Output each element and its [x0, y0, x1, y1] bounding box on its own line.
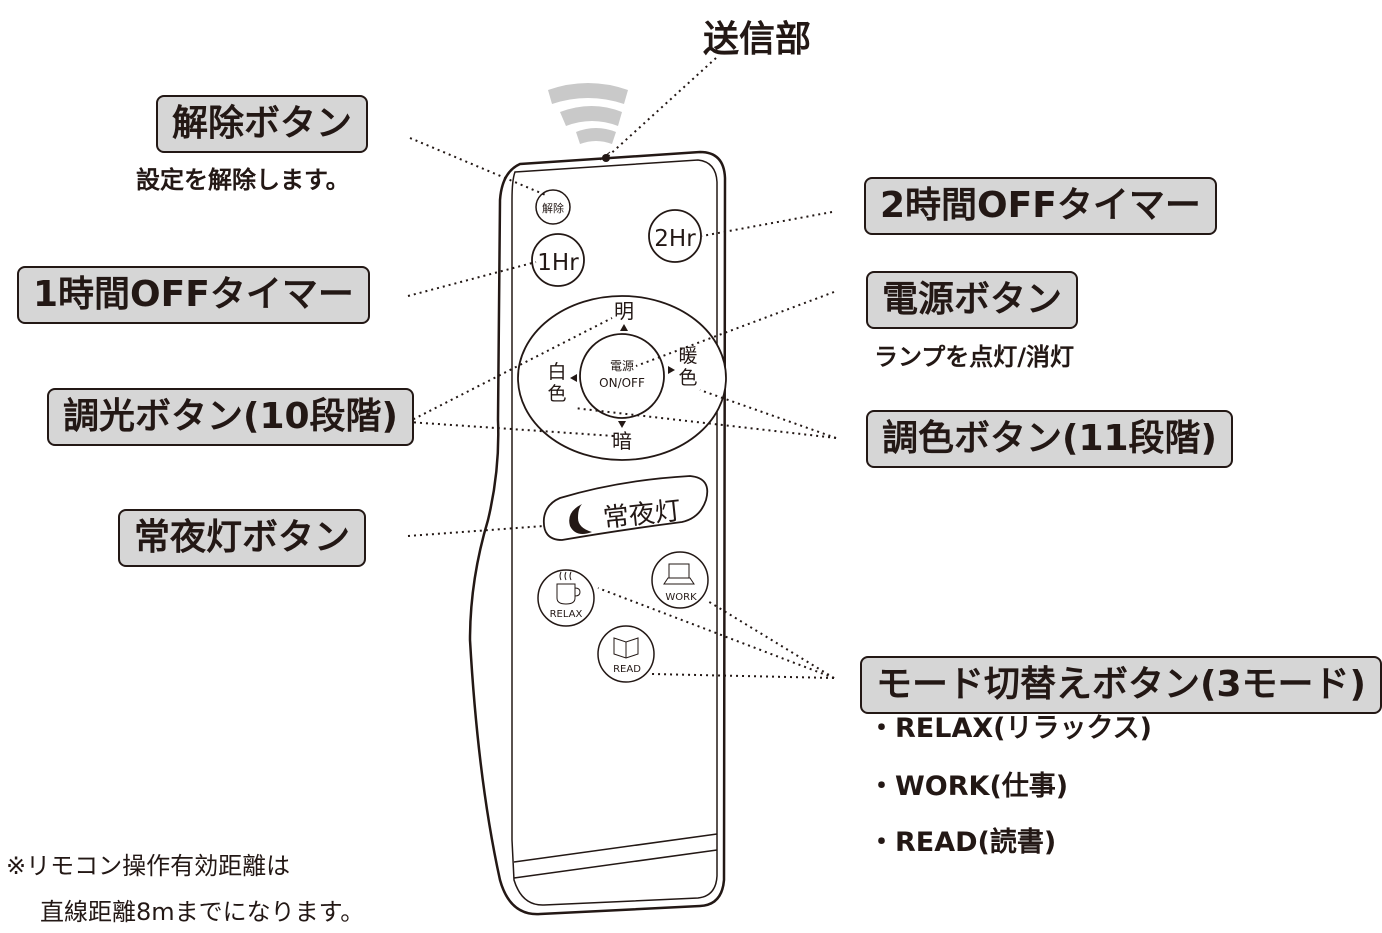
warm-label-top: 暖: [678, 345, 697, 367]
power-label-top: 電源: [610, 359, 634, 373]
white-button[interactable]: 白 色: [547, 361, 577, 405]
relax-button[interactable]: RELAX: [537, 569, 595, 627]
right-arrow-icon: [668, 366, 675, 374]
power-callout: 電源ボタン: [866, 271, 1079, 329]
transmitter-title: 送信部: [703, 19, 812, 60]
kaijo-description: 設定を解除します。: [136, 166, 350, 194]
hr2-button-label: 2Hr: [654, 226, 696, 252]
note-line-1: ※リモコン操作有効距離は: [6, 852, 291, 880]
hr1-button-label: 1Hr: [537, 250, 579, 276]
mode-item-read: ・READ(読書): [868, 827, 1057, 858]
joyato-callout: 常夜灯ボタン: [118, 509, 367, 567]
mode-item-relax: ・RELAX(リラックス): [868, 713, 1153, 744]
warm-label-bottom: 色: [678, 367, 697, 389]
remote-diagram: 解除 1Hr 2Hr 明 暗 白 色 暖 色 電源 ON/OFF 常夜灯: [6, 19, 1382, 926]
moon-icon: [569, 504, 592, 534]
cup-icon: [556, 571, 581, 605]
kaijo-button-label: 解除: [542, 201, 564, 215]
chouko-callout: 調光ボタン(10段階): [47, 388, 415, 446]
signal-icon: [548, 83, 628, 144]
book-icon: [613, 637, 639, 659]
work-label: WORK: [665, 592, 697, 603]
work-button[interactable]: WORK: [651, 551, 709, 609]
leader-lines: [407, 57, 837, 679]
choushoku-callout: 調色ボタン(11段階): [866, 410, 1234, 468]
timer2-callout: 2時間OFFタイマー: [864, 177, 1217, 235]
timer1-callout: 1時間OFFタイマー: [17, 266, 370, 324]
note-line-2: 直線距離8mまでになります。: [40, 898, 365, 926]
up-arrow-icon: [620, 324, 628, 331]
read-button[interactable]: READ: [597, 625, 655, 683]
kaijo-callout: 解除ボタン: [156, 95, 369, 153]
dark-button[interactable]: 暗: [612, 421, 632, 453]
read-label: READ: [613, 664, 641, 675]
remote-illustration: 解除 1Hr 2Hr 明 暗 白 色 暖 色 電源 ON/OFF 常夜灯: [407, 57, 837, 916]
power-description: ランプを点灯/消灯: [874, 343, 1075, 371]
down-arrow-icon: [618, 421, 626, 428]
power-label-bottom: ON/OFF: [599, 376, 645, 390]
hr2-button[interactable]: 2Hr: [648, 209, 702, 263]
bright-button[interactable]: 明: [614, 299, 634, 331]
dark-label: 暗: [612, 429, 632, 453]
relax-label: RELAX: [550, 609, 583, 620]
white-label-top: 白: [547, 361, 566, 383]
left-arrow-icon: [570, 374, 577, 382]
laptop-icon: [663, 563, 695, 585]
power-button[interactable]: 電源 ON/OFF: [579, 333, 665, 419]
kaijo-button[interactable]: 解除: [535, 189, 571, 225]
mode-callout: モード切替えボタン(3モード): [860, 656, 1382, 714]
bright-label: 明: [614, 299, 634, 323]
hr1-button[interactable]: 1Hr: [531, 233, 585, 287]
white-label-bottom: 色: [547, 383, 566, 405]
warm-button[interactable]: 暖 色: [668, 345, 698, 389]
mode-item-work: ・WORK(仕事): [868, 771, 1069, 802]
